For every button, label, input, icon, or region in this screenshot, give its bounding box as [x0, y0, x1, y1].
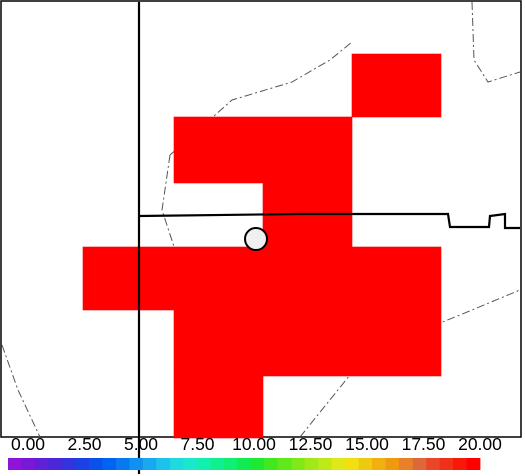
colorbar-swatch [250, 458, 265, 470]
colorbar-legend: 0.00 2.50 5.00 7.50 10.00 12.50 15.00 17.50 20.0… [8, 434, 502, 470]
grid-cell [82, 246, 175, 311]
colorbar-swatch [358, 458, 373, 470]
colorbar-swatch [318, 458, 333, 470]
colorbar-swatch [291, 458, 306, 470]
colorbar-tick-label: 7.50 [180, 434, 214, 454]
boundary-line [1, 344, 41, 438]
colorbar-swatch [88, 458, 103, 470]
colorbar-swatch [426, 458, 440, 470]
colorbar-tick-label: 17.50 [402, 434, 446, 454]
state-borders [137, 2, 520, 474]
border-line-horizontal [138, 212, 520, 230]
colorbar-tick-labels: 0.00 2.50 5.00 7.50 10.00 12.50 15.00 17.50 20.0… [11, 434, 502, 454]
boundary-line [471, 1, 521, 83]
colorbar-swatch [196, 458, 211, 470]
colorbar-swatch [453, 458, 467, 470]
colorbar-swatch [48, 458, 63, 470]
grid-cell [351, 53, 442, 118]
colorbar-swatch [412, 458, 427, 470]
grid-cell [262, 309, 353, 377]
colorbar-swatch [237, 458, 252, 470]
colorbar-swatch [102, 458, 117, 470]
colorbar-tick-label: 10.00 [232, 434, 276, 454]
colorbar-tick-label: 0.00 [11, 434, 45, 454]
colorbar-swatch [8, 458, 22, 470]
colorbar-swatch [61, 458, 76, 470]
colorbar-swatch [21, 458, 36, 470]
colorbar-tick-label: 2.50 [67, 434, 101, 454]
colorbar-swatch [115, 458, 130, 470]
colorbar-swatches [8, 458, 481, 470]
colorbar-swatch [385, 458, 400, 470]
colorbar-swatch [304, 458, 319, 470]
grid-cell [173, 246, 353, 311]
colorbar-tick-label: 5.00 [124, 434, 158, 454]
grid-cell [173, 116, 353, 184]
colorbar-tick-label: 20.00 [458, 434, 502, 454]
colorbar-tick-label: 12.50 [289, 434, 333, 454]
colorbar-swatch [210, 458, 225, 470]
grid-cells [82, 53, 442, 439]
grid-cell [173, 309, 264, 377]
colorbar-swatch [75, 458, 90, 470]
station-marker [244, 227, 268, 251]
grid-cell [351, 309, 442, 377]
colorbar-swatch [34, 458, 49, 470]
colorbar-tick-label: 15.00 [345, 434, 389, 454]
colorbar-swatch [466, 458, 481, 470]
grid-cell [173, 375, 264, 439]
colorbar-swatch [264, 458, 279, 470]
colorbar-swatch [156, 458, 171, 470]
colorbar-swatch [183, 458, 198, 470]
colorbar-swatch [399, 458, 413, 470]
colorbar-swatch [439, 458, 454, 470]
colorbar-swatch [277, 458, 292, 470]
colorbar-swatch [331, 458, 346, 470]
colorbar-swatch [372, 458, 386, 470]
grid-cell [351, 246, 442, 311]
colorbar-swatch [223, 458, 238, 470]
colorbar-swatch [142, 458, 157, 470]
colorbar-swatch [345, 458, 360, 470]
colorbar-swatch [169, 458, 184, 470]
colorbar-swatch [129, 458, 144, 470]
